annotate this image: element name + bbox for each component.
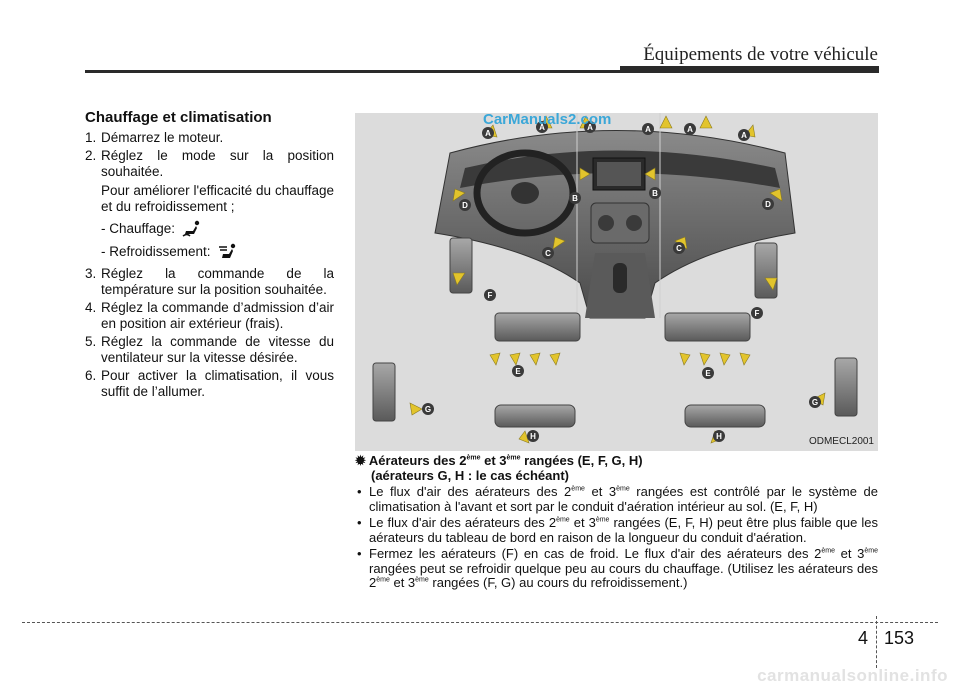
svg-text:G: G <box>425 405 431 414</box>
step-5: 5. Réglez la commande de vitesse du vent… <box>85 334 334 366</box>
svg-text:A: A <box>741 131 747 140</box>
step-4: 4. Réglez la commande d’admission d’air … <box>85 300 334 332</box>
vents-note-subtitle: (aérateurs G, H : le cas échéant) <box>371 467 569 483</box>
section-title: Chauffage et climatisation <box>85 109 272 126</box>
sun-icon: ✹ <box>355 453 366 468</box>
bullet-3: Fermez les aérateurs (F) en cas de froid… <box>355 546 878 591</box>
svg-text:D: D <box>462 201 468 210</box>
svg-text:B: B <box>572 194 578 203</box>
step-number: 5. <box>85 334 97 349</box>
floor-mode-icon <box>182 220 200 237</box>
svg-text:C: C <box>545 249 551 258</box>
page-divider <box>876 616 877 668</box>
site-watermark: carmanualsonline.info <box>757 666 948 685</box>
air-vent-diagram: A A A A A A B B C C D D E E F F G G H H … <box>355 113 878 451</box>
step-text: Démarrez le moteur. <box>101 130 224 145</box>
step-6: 6. Pour activer la climatisation, il vou… <box>85 368 334 400</box>
header-rule-accent <box>620 66 879 73</box>
svg-text:A: A <box>539 123 545 132</box>
svg-text:F: F <box>755 309 760 318</box>
step-text: Réglez la commande de vitesse du ventila… <box>101 334 334 365</box>
figure-code: ODMECL2001 <box>808 436 874 447</box>
bullet-2: Le flux d'air des aérateurs des 2ème et … <box>355 515 878 545</box>
svg-text:E: E <box>515 367 521 376</box>
header-rule <box>85 70 879 73</box>
step-number: 6. <box>85 368 97 383</box>
svg-text:B: B <box>652 189 658 198</box>
step-2: 2. Réglez le mode sur la position souhai… <box>85 148 334 180</box>
step-text: Réglez le mode sur la position souhaitée… <box>101 148 334 179</box>
efficiency-note: Pour améliorer l'efficacité du chauffage… <box>101 183 334 214</box>
svg-text:C: C <box>676 244 682 253</box>
step-3: 3. Réglez la commande de la température … <box>85 266 334 298</box>
step-number: 2. <box>85 148 97 163</box>
chapter-number: 4 <box>858 628 869 648</box>
step-number: 1. <box>85 130 97 145</box>
heating-line: - Chauffage: <box>85 220 334 238</box>
step-number: 3. <box>85 266 97 281</box>
footer-rule <box>22 622 938 623</box>
vents-note-title: ✹Aérateurs des 2ème et 3ème rangées (E, … <box>355 453 643 468</box>
step-text: Réglez la commande d’admission d’air en … <box>101 300 334 331</box>
right-column: ✹Aérateurs des 2ème et 3ème rangées (E, … <box>355 453 878 591</box>
step-text: Réglez la commande de la température sur… <box>101 266 334 297</box>
svg-text:H: H <box>530 432 536 441</box>
svg-text:E: E <box>705 369 711 378</box>
cooling-line: - Refroidissement: <box>85 243 334 261</box>
svg-text:A: A <box>687 125 693 134</box>
left-column: Chauffage et climatisation 1. Démarrez l… <box>85 110 334 402</box>
svg-text:A: A <box>587 123 593 132</box>
step-number: 4. <box>85 300 97 315</box>
cooling-label: - Refroidissement: <box>101 244 211 259</box>
face-mode-icon <box>218 243 235 258</box>
step-text: Pour activer la climatisation, il vous s… <box>101 368 334 399</box>
svg-text:D: D <box>765 200 771 209</box>
svg-text:H: H <box>716 432 722 441</box>
svg-text:G: G <box>812 398 818 407</box>
figure-watermark: CarManuals2.com <box>483 113 612 128</box>
page-header-title: Équipements de votre véhicule <box>643 44 878 65</box>
step-1: 1. Démarrez le moteur. <box>85 130 334 146</box>
bullet-1: Le flux d'air des aérateurs des 2ème et … <box>355 484 878 514</box>
dashboard-illustration: A A A A A A B B C C D D E E F F G G H H <box>372 113 858 444</box>
svg-text:A: A <box>645 125 651 134</box>
heating-label: - Chauffage: <box>101 221 176 236</box>
page-number: 153 <box>884 628 915 648</box>
svg-text:A: A <box>485 129 491 138</box>
svg-text:F: F <box>488 291 493 300</box>
